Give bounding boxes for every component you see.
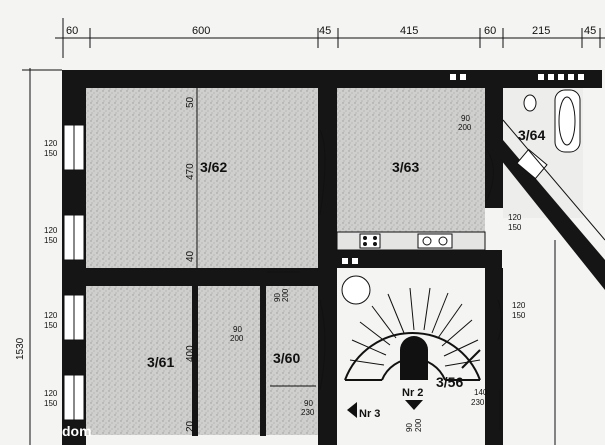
room-label-3-64: 3/64 (518, 127, 545, 143)
dim-left-1530: 1530 (15, 337, 26, 360)
room-label-3-60: 3/60 (273, 350, 300, 366)
door-label-3-bottom: 230 (301, 408, 315, 417)
room-3-61-floor (86, 285, 320, 435)
door-label-7-bottom: 200 (281, 288, 290, 302)
window-label-1-bottom: 150 (44, 149, 58, 158)
window-label-1-top: 120 (44, 139, 58, 148)
door-label-5-bottom: 150 (512, 311, 526, 320)
door-label-8-top: 90 (405, 423, 414, 432)
window-label-4-top: 120 (44, 389, 58, 398)
door-label-1-top: 90 (461, 114, 470, 123)
door-labels: 90 200 90 200 90 230 120 150 120 150 140… (230, 114, 526, 432)
door-label-2-top: 90 (233, 325, 242, 334)
window-label-2-bottom: 150 (44, 236, 58, 245)
stove-icon (359, 233, 381, 249)
door-label-8-bottom: 200 (414, 418, 423, 432)
window-label-2-top: 120 (44, 226, 58, 235)
top-vents (342, 74, 584, 264)
arrow-down-icon (405, 400, 423, 410)
dim-top-600: 600 (192, 25, 210, 37)
dim-top-415: 415 (400, 25, 418, 37)
arrow-left-icon (347, 402, 357, 418)
entry-label-nr3: Nr 3 (359, 408, 380, 420)
watermark-text: dom (62, 423, 92, 439)
door-label-1-bottom: 200 (458, 123, 472, 132)
right-slanted-wall (502, 119, 605, 445)
entry-markers: Nr 3 Nr 2 (347, 387, 423, 420)
room-label-3-56: 3/56 (436, 374, 463, 390)
inner-dimensions: 50 470 40 400 20 (185, 88, 198, 432)
window-label-3-top: 120 (44, 311, 58, 320)
toilet-icon (523, 94, 537, 112)
top-dimension-chain: 60 600 45 415 60 215 45 (55, 18, 605, 58)
left-windows (63, 124, 85, 421)
left-dimension: 1530 (15, 68, 62, 445)
window-label-3-bottom: 150 (44, 321, 58, 330)
dim-top-45b: 45 (584, 25, 596, 37)
room-label-3-62: 3/62 (200, 159, 227, 175)
bathroom-fixtures (516, 89, 581, 180)
door-label-3-top: 90 (304, 399, 313, 408)
dim-inner-40: 40 (185, 250, 196, 262)
staircase (341, 275, 481, 381)
dim-inner-20: 20 (185, 420, 196, 432)
door-label-6-top: 140 (474, 388, 488, 397)
door-label-4-top: 120 (508, 213, 522, 222)
kitchen-counter (336, 231, 486, 251)
room-3-63-floor (337, 88, 485, 233)
dim-top-60a: 60 (66, 25, 78, 37)
dim-top-60b: 60 (484, 25, 496, 37)
washbasin-icon (516, 148, 548, 180)
door-label-5-top: 120 (512, 301, 526, 310)
room-label-3-61: 3/61 (147, 354, 174, 370)
dim-inner-470: 470 (185, 163, 196, 180)
dim-top-215: 215 (532, 25, 550, 37)
room-3-62-floor (86, 88, 320, 268)
door-label-2-bottom: 200 (230, 334, 244, 343)
entry-label-nr2: Nr 2 (402, 387, 423, 399)
window-labels: 120 150 120 150 120 150 120 150 (44, 139, 58, 408)
room-label-3-63: 3/63 (392, 159, 419, 175)
door-label-7-top: 90 (273, 293, 282, 302)
dim-inner-400: 400 (185, 345, 196, 362)
window-label-4-bottom: 150 (44, 399, 58, 408)
dim-top-45a: 45 (319, 25, 331, 37)
door-label-4-bottom: 150 (508, 223, 522, 232)
door-label-6-bottom: 230 (471, 398, 485, 407)
dim-inner-50: 50 (185, 96, 196, 108)
door-swings (266, 129, 502, 430)
